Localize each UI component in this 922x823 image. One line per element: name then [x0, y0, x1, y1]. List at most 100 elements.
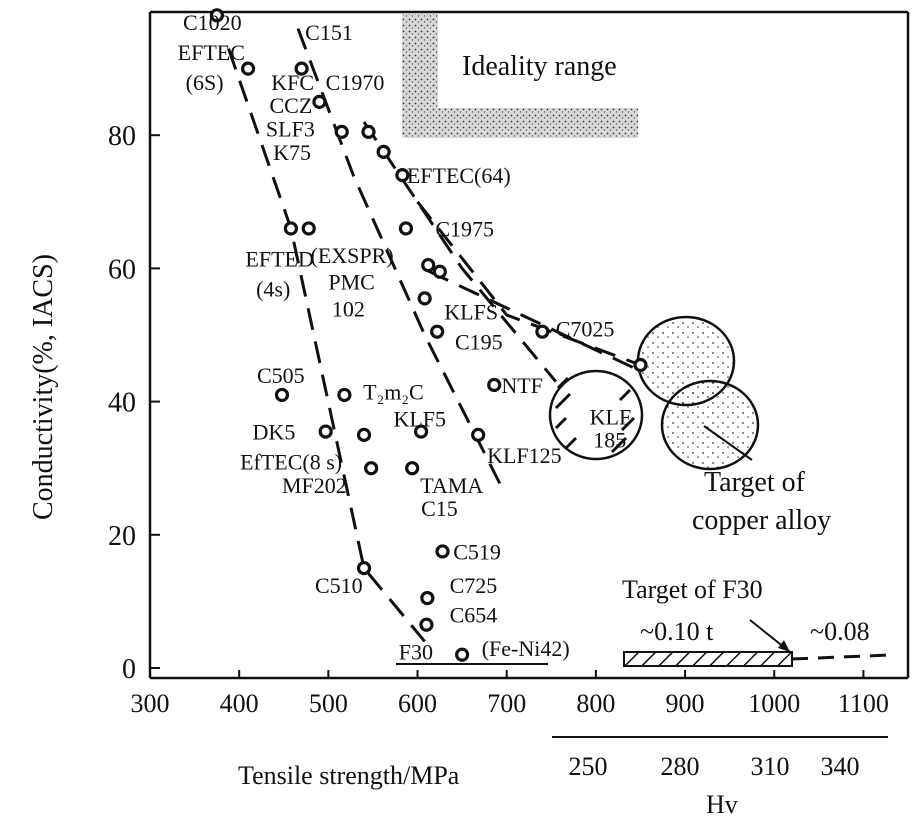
point-label: C1970 — [326, 70, 385, 95]
data-point — [334, 124, 349, 139]
data-point — [405, 461, 420, 476]
point-label: (4s) — [256, 276, 290, 301]
point-label: PMC — [328, 270, 374, 295]
data-points — [209, 8, 648, 662]
data-point — [356, 427, 372, 442]
point-label: EFTED — [245, 246, 313, 271]
x-tick-label: 600 — [398, 689, 437, 718]
point-label: C195 — [455, 330, 503, 355]
target-f30-label: Target of F30 — [622, 575, 763, 604]
plot-frame — [148, 10, 910, 680]
point-label: EfTEC(8 s) — [240, 450, 342, 475]
data-point — [376, 144, 391, 159]
hv-tick-label: 310 — [751, 752, 790, 781]
point-label: KLF — [590, 404, 632, 429]
data-point — [356, 560, 372, 576]
f30-thickness-label-1: ~0.10 t — [640, 617, 714, 646]
point-label: 185 — [593, 428, 626, 453]
data-point — [318, 424, 333, 439]
point-label: MF202 — [282, 473, 347, 498]
point-label: TAMA — [420, 473, 483, 498]
point-label: KLFS — [444, 300, 498, 325]
point-label: C505 — [257, 363, 305, 388]
f30-thickness-label-2: ~0.08 — [810, 617, 870, 646]
data-point — [633, 357, 648, 373]
data-point — [435, 544, 450, 559]
data-point — [240, 61, 256, 76]
y-tick-label: 80 — [108, 121, 136, 152]
point-label: C1975 — [435, 216, 494, 241]
point-label: KFC — [271, 70, 314, 95]
point-label: F30 — [399, 639, 433, 664]
data-point — [471, 427, 486, 442]
y-tick-label: 0 — [122, 654, 136, 685]
ideality-range-label: Ideality range — [462, 51, 617, 82]
x-tick-label: 800 — [576, 689, 615, 718]
data-point — [419, 617, 434, 632]
target-copper-label-2: copper alloy — [692, 505, 831, 536]
data-point — [209, 8, 224, 23]
point-label: CCZ — [269, 93, 312, 118]
data-point — [420, 590, 435, 606]
data-point — [455, 647, 470, 662]
x-tick-label: 500 — [309, 689, 348, 718]
point-label: EFTEC — [178, 40, 245, 65]
point-label: K75 — [273, 140, 311, 165]
target-copper-label-1: Target of — [704, 467, 806, 498]
point-label: (6S) — [186, 70, 224, 95]
hv-tick-label: 280 — [661, 752, 700, 781]
y-tick-label: 60 — [108, 254, 136, 285]
data-point — [535, 324, 550, 339]
hv-axis: 250 280 310 340 — [552, 736, 888, 781]
x-axis-label: Tensile strength/MPa — [238, 761, 460, 790]
y-tick-label: 20 — [108, 521, 136, 552]
point-label: T₂m₂C — [363, 380, 424, 405]
hv-tick-label: 340 — [821, 752, 860, 781]
ideality-range-region — [402, 14, 638, 138]
hv-tick-label: 250 — [569, 752, 608, 781]
point-label: C654 — [450, 603, 498, 628]
data-point — [337, 387, 352, 403]
x-tick-label: 700 — [487, 689, 526, 718]
point-label: NTF — [501, 373, 543, 398]
point-label: KLF125 — [487, 443, 562, 468]
data-point — [432, 264, 447, 279]
data-point — [364, 461, 379, 476]
point-label: C151 — [305, 20, 353, 45]
y-tick-label: 40 — [108, 388, 136, 419]
point-label: KLF5 — [393, 406, 446, 431]
point-label: SLF3 — [266, 117, 315, 142]
point-label: 102 — [332, 296, 365, 321]
point-label: C1020 — [183, 10, 242, 35]
point-label: DK5 — [253, 420, 296, 445]
data-point — [312, 94, 327, 110]
point-label: C7025 — [556, 316, 615, 341]
y-axis-ticks: 0 20 40 60 80 — [108, 121, 160, 685]
data-point — [395, 168, 410, 183]
trend-line — [227, 48, 426, 643]
x-tick-label: 400 — [220, 689, 259, 718]
x-tick-label: 1000 — [748, 689, 800, 718]
point-label: C725 — [450, 573, 498, 598]
data-point — [417, 291, 432, 306]
point-label: (Fe-Ni42) — [482, 636, 570, 661]
point-label: EFTEC(64) — [407, 163, 511, 188]
data-point — [274, 387, 290, 403]
data-point — [398, 221, 414, 236]
hv-axis-label: Hv — [706, 790, 738, 819]
trend-line — [427, 269, 642, 373]
data-point — [421, 257, 436, 273]
x-tick-label: 1100 — [838, 689, 889, 718]
data-point — [283, 221, 298, 236]
data-point — [413, 424, 429, 439]
target-copper-alloy-region — [548, 315, 760, 471]
trend-line — [362, 121, 557, 383]
target-f30-bar — [396, 619, 891, 667]
data-point — [361, 124, 376, 139]
data-point — [301, 221, 316, 236]
point-label: C15 — [421, 496, 458, 521]
